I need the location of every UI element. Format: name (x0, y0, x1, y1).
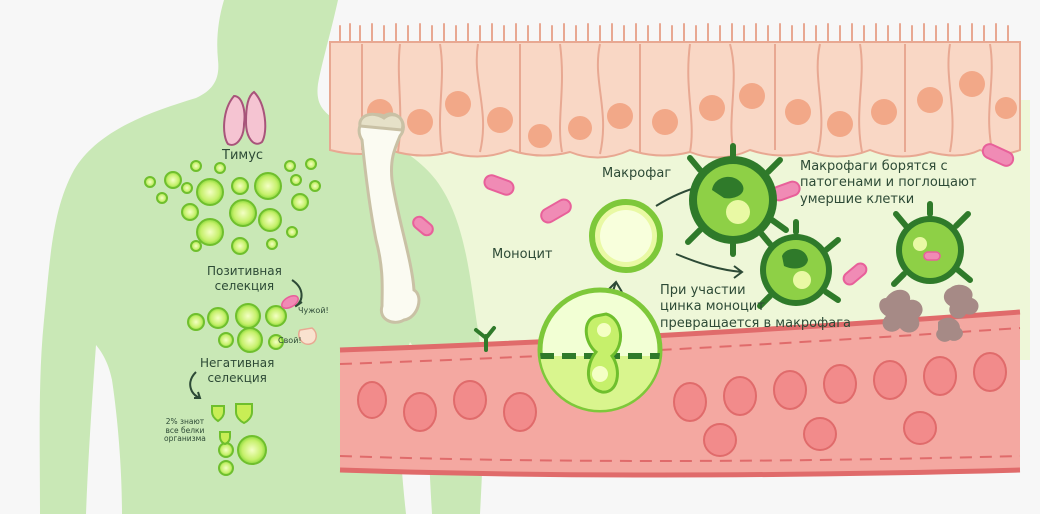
self-cell (298, 327, 317, 345)
shield-icons (211, 403, 253, 446)
macrophage-label: Макрофаг (602, 166, 672, 181)
monocyte-label: Моноцит (492, 247, 553, 262)
epithelial-nuclei (367, 71, 1017, 148)
cilia (339, 23, 1009, 43)
epithelial-cell-borders (361, 43, 993, 155)
cell-debris (879, 284, 979, 342)
macrophage-fight-label: Макрофаги борятся с патогенами и поглоща… (800, 159, 977, 207)
bone-illustration (357, 112, 421, 324)
epithelium-layer (329, 41, 1021, 159)
receptor (474, 326, 496, 352)
macrophage-cell-2 (757, 219, 841, 309)
bacteria (412, 143, 1015, 286)
positive-selection-label: Позитивная селекция (207, 264, 282, 293)
foreign-bacterium (281, 295, 299, 309)
two-percent-label: 2% знают все белки организма (164, 417, 206, 444)
macrophage-cell-1 (685, 143, 789, 257)
zinc-transformation-label: При участии цинка моноцит превращается в… (660, 283, 852, 331)
thymus-label: Тимус (222, 148, 264, 163)
monocyte-cell (589, 199, 663, 273)
thymus-organ (223, 90, 267, 146)
self-label: Свой! (278, 336, 302, 345)
macrophage-cell-3 (891, 201, 973, 287)
foreign-label: Чужой! (298, 306, 329, 315)
thymus-lymphocytes (144, 158, 321, 476)
blood-vessel (339, 309, 1021, 478)
negative-selection-label: Негативная селекция (200, 356, 275, 385)
